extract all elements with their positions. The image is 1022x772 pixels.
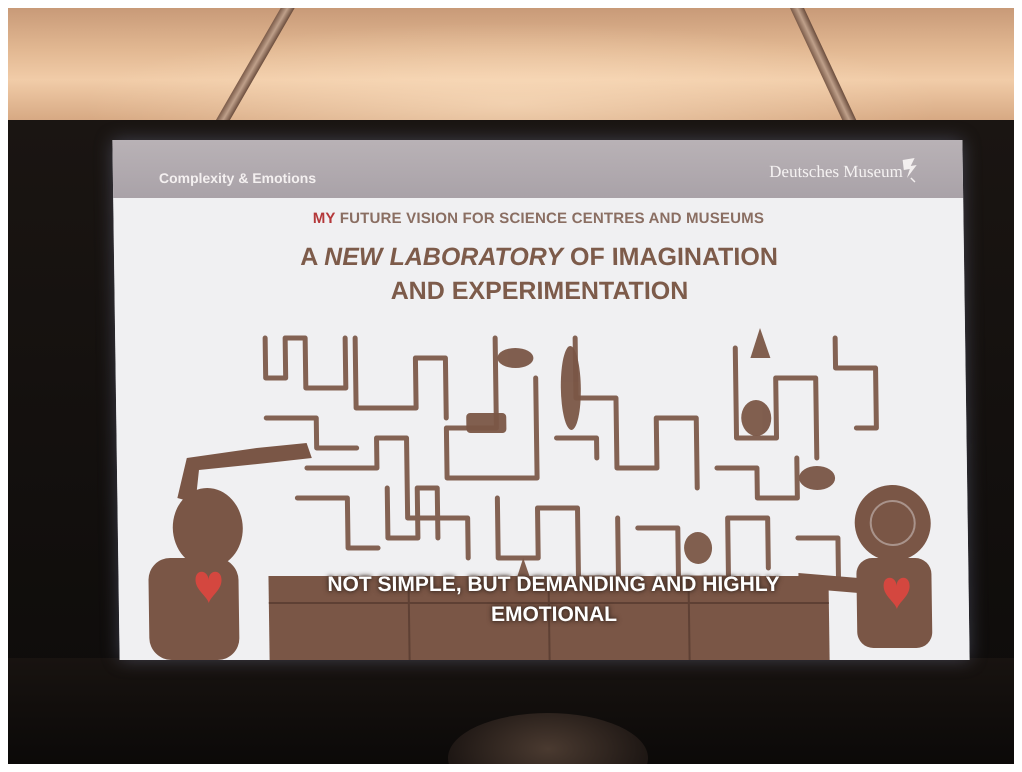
caption-line-1: NOT SIMPLE, BUT DEMANDING AND HIGHLY bbox=[327, 573, 780, 596]
ceiling-light bbox=[8, 8, 1014, 128]
subtitle-highlight: MY bbox=[312, 210, 336, 227]
deutsches-museum-logo-icon bbox=[902, 158, 917, 183]
slide-title: A NEW LABORATORY OF IMAGINATION AND EXPE… bbox=[114, 240, 965, 308]
laboratory-illustration bbox=[148, 328, 933, 660]
title-emphasis: NEW LABORATORY bbox=[323, 243, 564, 271]
caption-line-2: EMOTIONAL bbox=[490, 603, 618, 626]
slide-caption: NOT SIMPLE, BUT DEMANDING AND HIGHLY EMO… bbox=[268, 570, 839, 630]
brand-name: Deutsches Museum bbox=[769, 162, 903, 181]
title-suffix: OF IMAGINATION bbox=[562, 243, 779, 271]
presentation-photo: Complexity & Emotions Deutsches Museum M… bbox=[8, 8, 1014, 764]
slide-header: Complexity & Emotions Deutsches Museum bbox=[112, 140, 964, 198]
title-line-2: AND EXPERIMENTATION bbox=[390, 277, 689, 305]
title-line-1: A NEW LABORATORY OF IMAGINATION bbox=[114, 240, 964, 274]
slide-section-title: Complexity & Emotions bbox=[158, 170, 317, 186]
projection-screen: Complexity & Emotions Deutsches Museum M… bbox=[112, 140, 970, 660]
slide-subtitle: MY FUTURE VISION FOR SCIENCE CENTRES AND… bbox=[113, 210, 963, 227]
title-prefix: A bbox=[299, 243, 325, 271]
subtitle-text: FUTURE VISION FOR SCIENCE CENTRES AND MU… bbox=[335, 210, 765, 227]
slide-body: MY FUTURE VISION FOR SCIENCE CENTRES AND… bbox=[113, 198, 970, 660]
